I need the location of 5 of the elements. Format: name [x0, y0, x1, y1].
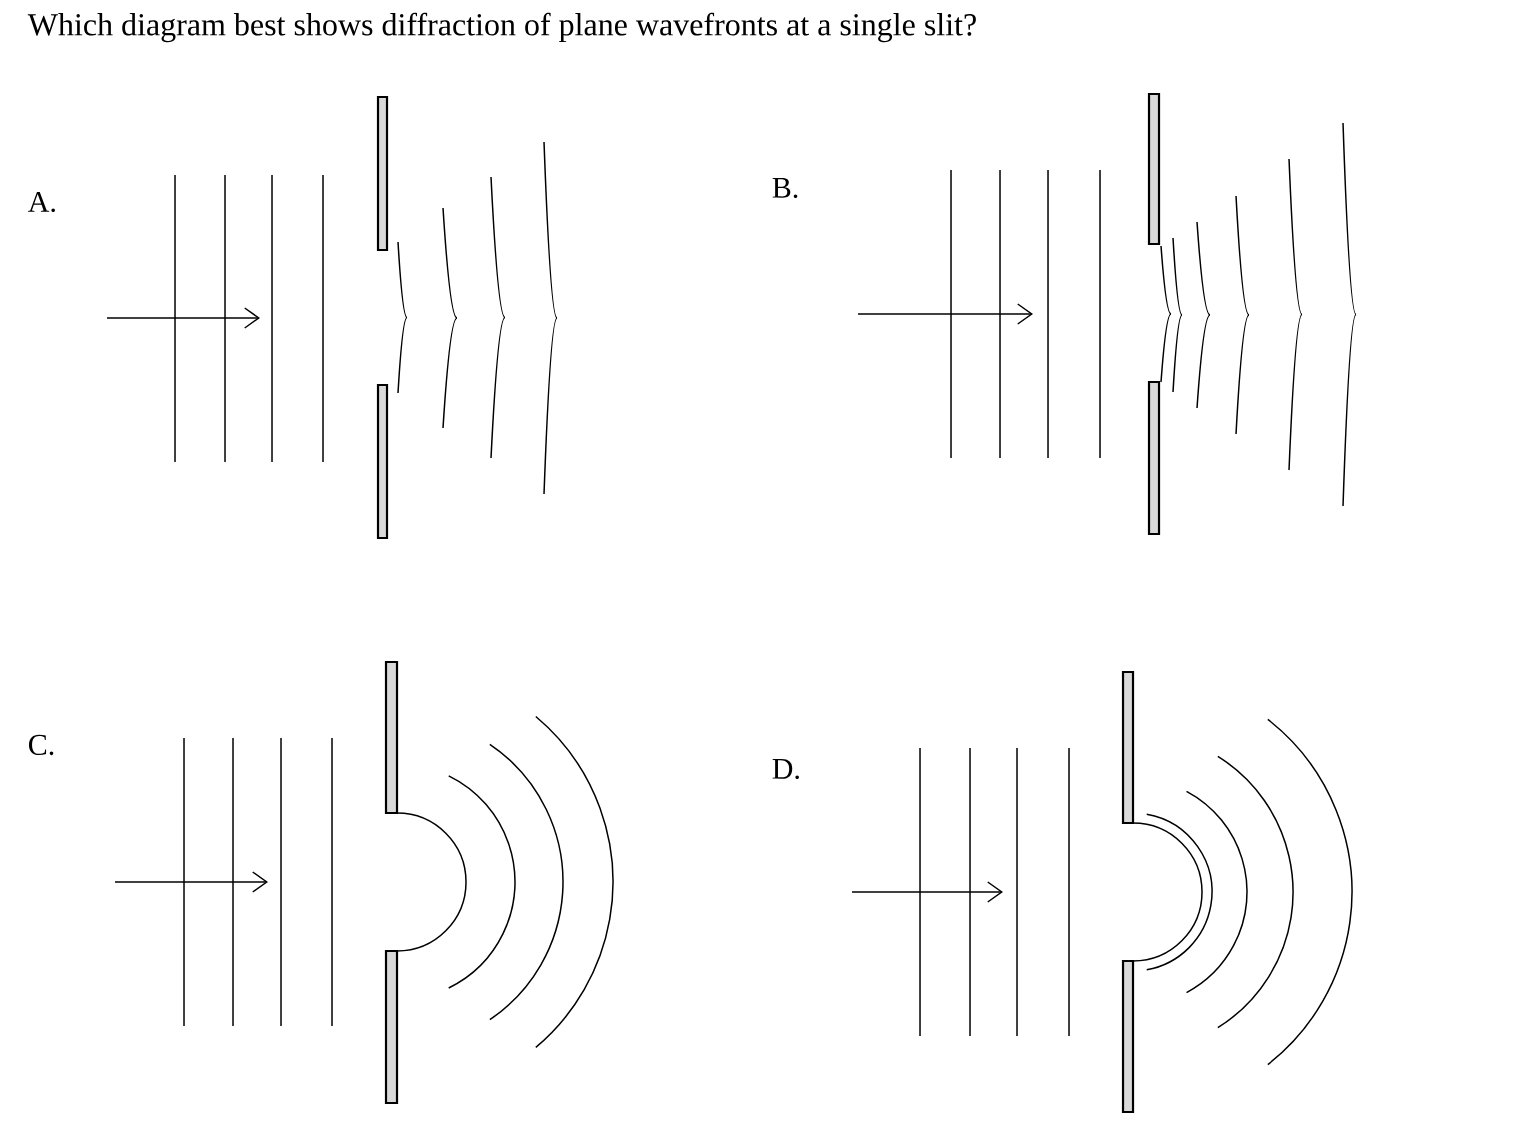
- question-title: Which diagram best shows diffraction of plane wavefronts at a single slit?: [27, 12, 976, 43]
- option-label: B.: [772, 177, 798, 199]
- option-label: C.: [29, 734, 54, 756]
- option-label: A.: [28, 191, 55, 213]
- option-label: D.: [772, 758, 799, 780]
